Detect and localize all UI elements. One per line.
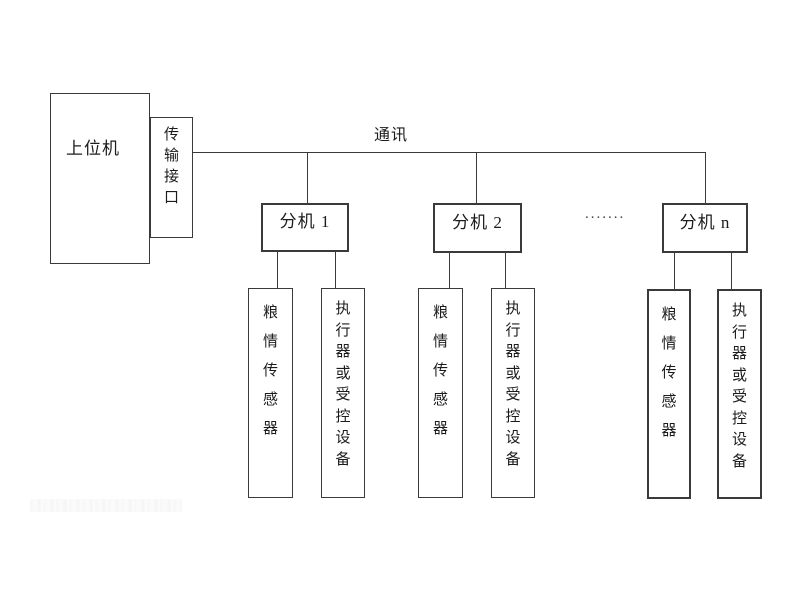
stations-ellipsis: ....... [585, 206, 626, 222]
station-1-box: 分机 1 [261, 203, 349, 252]
bus-drop-line-station-2 [476, 152, 478, 203]
station-1-sensor-box: 粮情传感器 [248, 288, 293, 498]
transmission-interface-box: 传输接口 [150, 117, 193, 238]
host-computer-box: 上位机 [50, 93, 150, 264]
watermark [30, 499, 182, 512]
station-2-box: 分机 2 [433, 203, 522, 253]
station-n-sensor-label: 粮情传感器 [661, 307, 677, 439]
station-2-actuator-box: 执行器或受控设备 [491, 288, 535, 498]
station-2-sensor-box: 粮情传感器 [418, 288, 463, 498]
station-1-actuator-box: 执行器或受控设备 [321, 288, 365, 498]
station-1-sensor-link-line [277, 252, 279, 288]
station-1-sensor-label: 粮情传感器 [262, 305, 278, 437]
station-1-actuator-link-line [335, 252, 337, 288]
station-n-box: 分机 n [662, 203, 748, 253]
station-2-actuator-label: 执行器或受控设备 [505, 301, 521, 468]
station-n-sensor-link-line [674, 253, 676, 289]
station-n-actuator-label: 执行器或受控设备 [731, 303, 747, 470]
station-n-actuator-link-line [731, 253, 733, 289]
station-n-sensor-box: 粮情传感器 [647, 289, 691, 499]
communication-bus-line [193, 152, 706, 154]
station-2-sensor-link-line [449, 253, 451, 288]
station-2-actuator-link-line [505, 253, 507, 288]
bus-drop-line-station-1 [307, 152, 309, 203]
communication-bus-label: 通讯 [374, 127, 409, 144]
bus-drop-line-station-n [705, 152, 707, 203]
station-1-actuator-label: 执行器或受控设备 [335, 301, 351, 468]
transmission-interface-label: 传输接口 [163, 127, 179, 206]
station-n-actuator-box: 执行器或受控设备 [717, 289, 762, 499]
station-2-sensor-label: 粮情传感器 [432, 305, 448, 437]
